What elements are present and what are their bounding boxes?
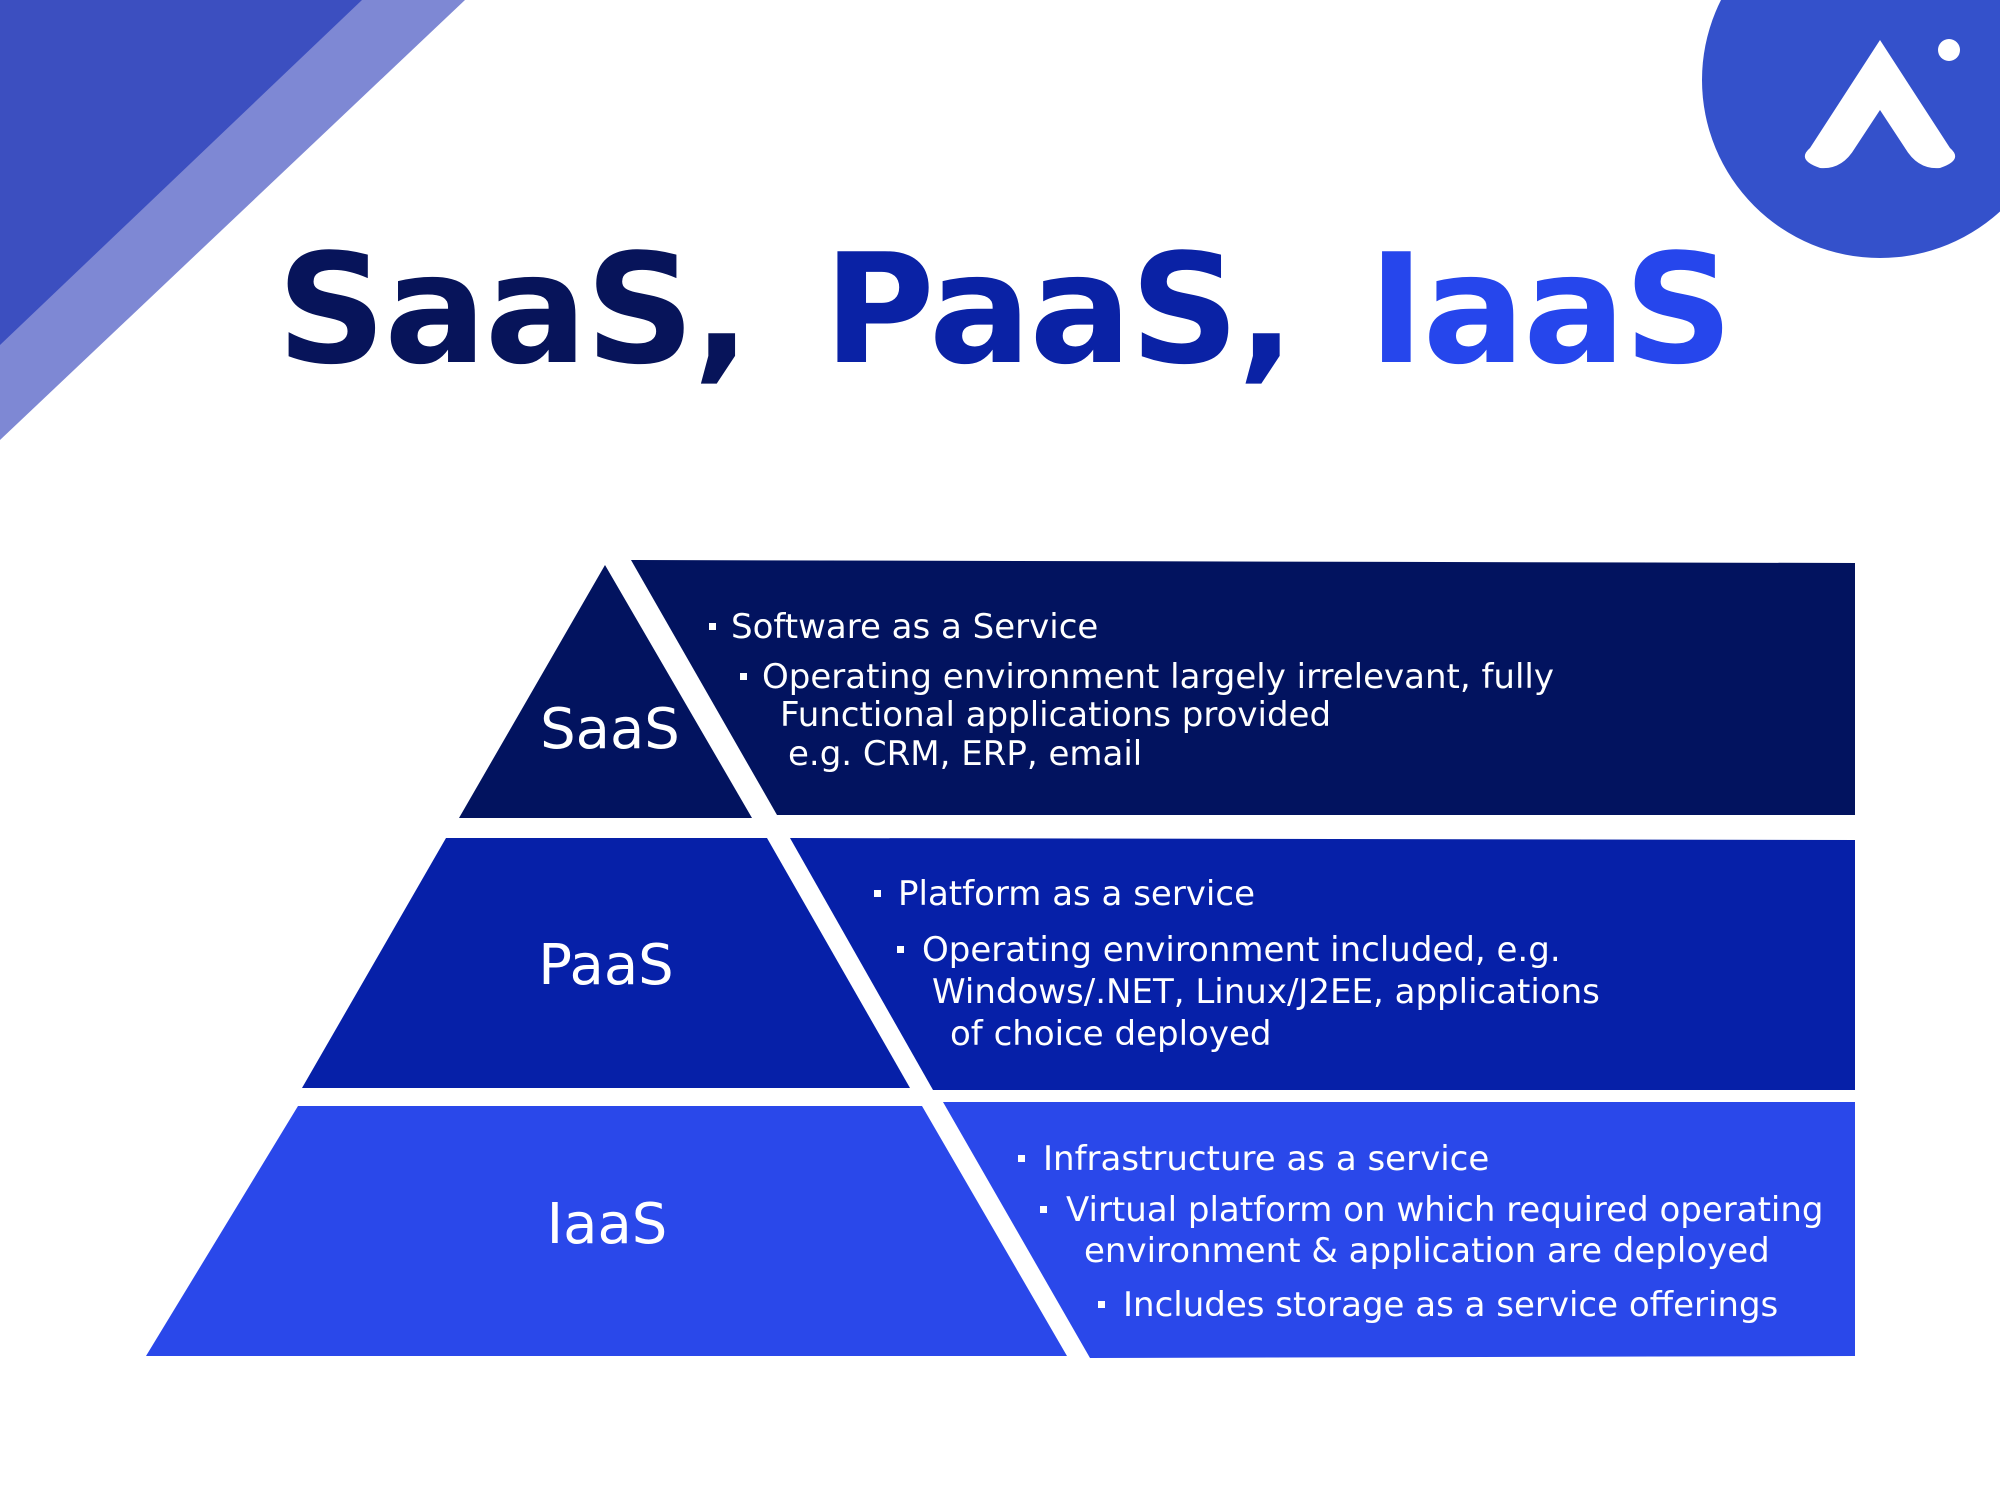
paas-description-band xyxy=(790,838,1855,1090)
saas-line-1: Software as a Service xyxy=(731,607,1098,647)
pyramid-iaas-trapezoid xyxy=(146,1106,1067,1356)
iaas-line-2: Virtual platform on which required opera… xyxy=(1066,1190,1823,1230)
bullet-square xyxy=(874,890,881,897)
page-title: SaaS, PaaS, IaaS xyxy=(277,221,1732,398)
bullet-square xyxy=(709,623,716,630)
paas-line-1: Platform as a service xyxy=(898,874,1255,914)
bullet-square xyxy=(1098,1301,1105,1308)
bullet-square xyxy=(897,946,904,953)
paas-line-4: of choice deployed xyxy=(950,1014,1271,1054)
iaas-line-4: Includes storage as a service offerings xyxy=(1123,1285,1778,1325)
saas-line-3: Functional applications provided xyxy=(780,695,1331,735)
iaas-line-3: environment & application are deployed xyxy=(1084,1231,1770,1271)
iaas-description-band xyxy=(943,1102,1855,1358)
saas-line-2: Operating environment largely irrelevant… xyxy=(762,657,1554,697)
title-saas: SaaS, xyxy=(277,221,749,398)
pyramid-label-paas: PaaS xyxy=(538,933,673,998)
arch-with-dot-logo-icon xyxy=(1804,39,1960,169)
title-iaas: IaaS xyxy=(1368,221,1731,398)
tier-paas: PaaS Platform as a service Operating env… xyxy=(302,838,1855,1090)
iaas-line-1: Infrastructure as a service xyxy=(1043,1139,1489,1179)
pyramid-label-saas: SaaS xyxy=(540,697,680,762)
pyramid-label-iaas: IaaS xyxy=(547,1192,668,1257)
tier-iaas: IaaS Infrastructure as a service Virtual… xyxy=(146,1102,1855,1358)
tier-saas: SaaS Software as a Service Operating env… xyxy=(459,560,1855,818)
title-paas: PaaS, xyxy=(823,221,1293,398)
pyramid-saas-triangle xyxy=(459,565,752,818)
logo xyxy=(1702,0,2000,258)
saas-description-band xyxy=(631,560,1855,815)
bullet-square xyxy=(740,673,747,680)
bullet-square xyxy=(1040,1206,1047,1213)
paas-line-2: Operating environment included, e.g. xyxy=(922,930,1561,970)
saas-line-4: e.g. CRM, ERP, email xyxy=(788,734,1142,774)
bullet-square xyxy=(1018,1155,1025,1162)
corner-stripe-dark xyxy=(0,0,362,345)
pyramid-paas-trapezoid xyxy=(302,838,910,1088)
paas-line-3: Windows/.NET, Linux/J2EE, applications xyxy=(932,972,1600,1012)
